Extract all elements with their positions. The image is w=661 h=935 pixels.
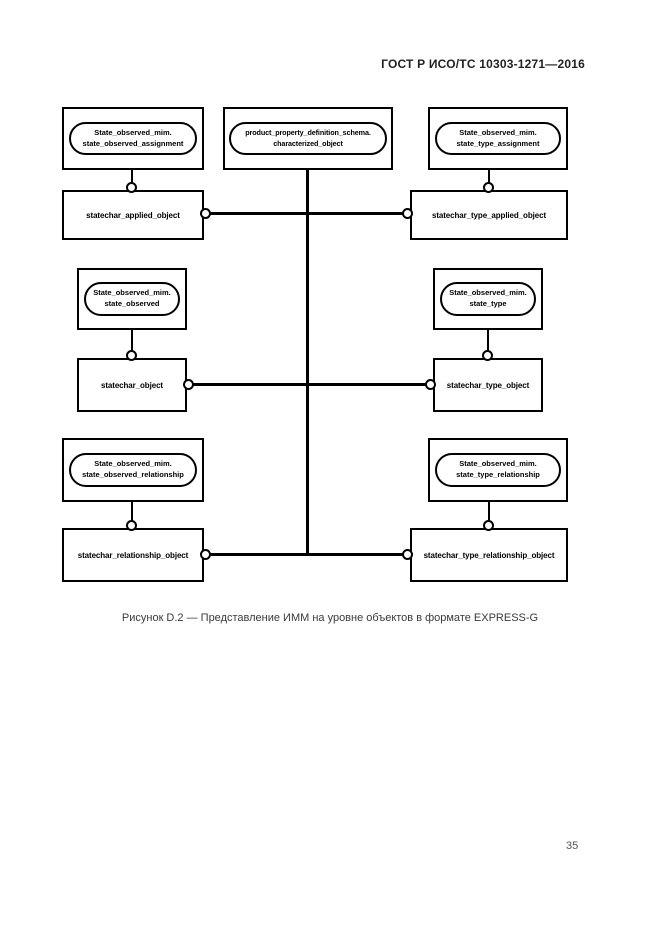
schema-ref-box-state-observed: State_observed_mim. state_observed	[77, 268, 187, 330]
relation-circle	[126, 520, 137, 531]
figure-caption: Рисунок D.2 — Представление ИММ на уровн…	[121, 612, 539, 624]
schema-ref-box-characterized-object: product_property_definition_schema. char…	[223, 107, 393, 170]
relation-circle	[402, 208, 413, 219]
relation-circle	[425, 379, 436, 390]
connector-row2-horizontal	[204, 212, 410, 215]
schema-ref-oval: State_observed_mim. state_type_relations…	[435, 453, 561, 487]
relation-circle	[483, 182, 494, 193]
connector-row4-horizontal	[187, 383, 433, 386]
schema-ref-line1: State_observed_mim.	[94, 459, 172, 469]
relation-circle	[482, 350, 493, 361]
page-number: 35	[566, 840, 579, 852]
relation-circle	[183, 379, 194, 390]
schema-ref-line1: State_observed_mim.	[459, 127, 537, 137]
schema-ref-line1: State_observed_mim.	[459, 459, 537, 469]
schema-ref-line1: product_property_definition_schema.	[245, 128, 371, 138]
entity-box-statechar-type-applied-object: statechar_type_applied_object	[410, 190, 568, 240]
connector-ref4-entity3	[487, 330, 489, 352]
schema-ref-line2: state_observed_relationship	[82, 470, 184, 479]
entity-box-statechar-object: statechar_object	[77, 358, 187, 412]
schema-ref-line2: state_type_relationship	[456, 470, 540, 479]
entity-label: statechar_type_applied_object	[431, 210, 547, 220]
schema-ref-oval: product_property_definition_schema. char…	[229, 122, 387, 155]
schema-ref-line1: State_observed_mim.	[94, 127, 172, 137]
connector-ref0-entity0	[131, 170, 133, 184]
document-header: ГОСТ Р ИСО/ТС 10303-1271—2016	[381, 57, 585, 71]
schema-ref-box-state-observed-relationship: State_observed_mim. state_observed_relat…	[62, 438, 204, 502]
relation-circle	[402, 549, 413, 560]
connector-ref3-entity2	[131, 330, 133, 352]
schema-ref-box-state-type-assignment: State_observed_mim. state_type_assignmen…	[428, 107, 568, 170]
schema-ref-oval: State_observed_mim. state_observed	[84, 282, 180, 316]
entity-label: statechar_object	[101, 380, 163, 390]
entity-box-statechar-applied-object: statechar_applied_object	[62, 190, 204, 240]
entity-box-statechar-relationship-object: statechar_relationship_object	[62, 528, 204, 582]
schema-ref-box-state-observed-assignment: State_observed_mim. state_observed_assig…	[62, 107, 204, 170]
schema-ref-box-state-type: State_observed_mim. state_type	[433, 268, 543, 330]
schema-ref-oval: State_observed_mim. state_type_assignmen…	[435, 121, 561, 156]
schema-ref-line2: state_observed_assignment	[82, 138, 184, 148]
entity-box-statechar-type-relationship-object: statechar_type_relationship_object	[410, 528, 568, 582]
schema-ref-line2: characterized_object	[273, 138, 343, 148]
entity-label: statechar_relationship_object	[77, 550, 189, 560]
entity-label: statechar_applied_object	[86, 210, 180, 220]
schema-ref-line1: State_observed_mim.	[93, 288, 171, 298]
relation-circle	[200, 208, 211, 219]
schema-ref-oval: State_observed_mim. state_observed_assig…	[69, 121, 197, 156]
relation-circle	[200, 549, 211, 560]
schema-ref-oval: State_observed_mim. state_observed_relat…	[69, 453, 197, 487]
connector-central-spine	[306, 170, 309, 556]
connector-row6-horizontal	[204, 553, 410, 556]
relation-circle	[126, 350, 137, 361]
connector-ref6-entity5	[488, 502, 490, 522]
entity-box-statechar-type-object: statechar_type_object	[433, 358, 543, 412]
schema-ref-line1: State_observed_mim.	[449, 288, 527, 298]
schema-ref-line2: state_type	[469, 299, 507, 308]
schema-ref-oval: State_observed_mim. state_type	[440, 282, 536, 316]
relation-circle	[483, 520, 494, 531]
schema-ref-line2: state_observed	[104, 299, 160, 308]
entity-label: statechar_type_relationship_object	[423, 550, 555, 560]
connector-ref2-entity1	[488, 170, 490, 184]
schema-ref-line2: state_type_assignment	[456, 138, 540, 148]
express-g-diagram: State_observed_mim. state_observed_assig…	[62, 107, 568, 582]
schema-ref-box-state-type-relationship: State_observed_mim. state_type_relations…	[428, 438, 568, 502]
entity-label: statechar_type_object	[446, 380, 530, 390]
relation-circle	[126, 182, 137, 193]
connector-ref5-entity4	[131, 502, 133, 522]
